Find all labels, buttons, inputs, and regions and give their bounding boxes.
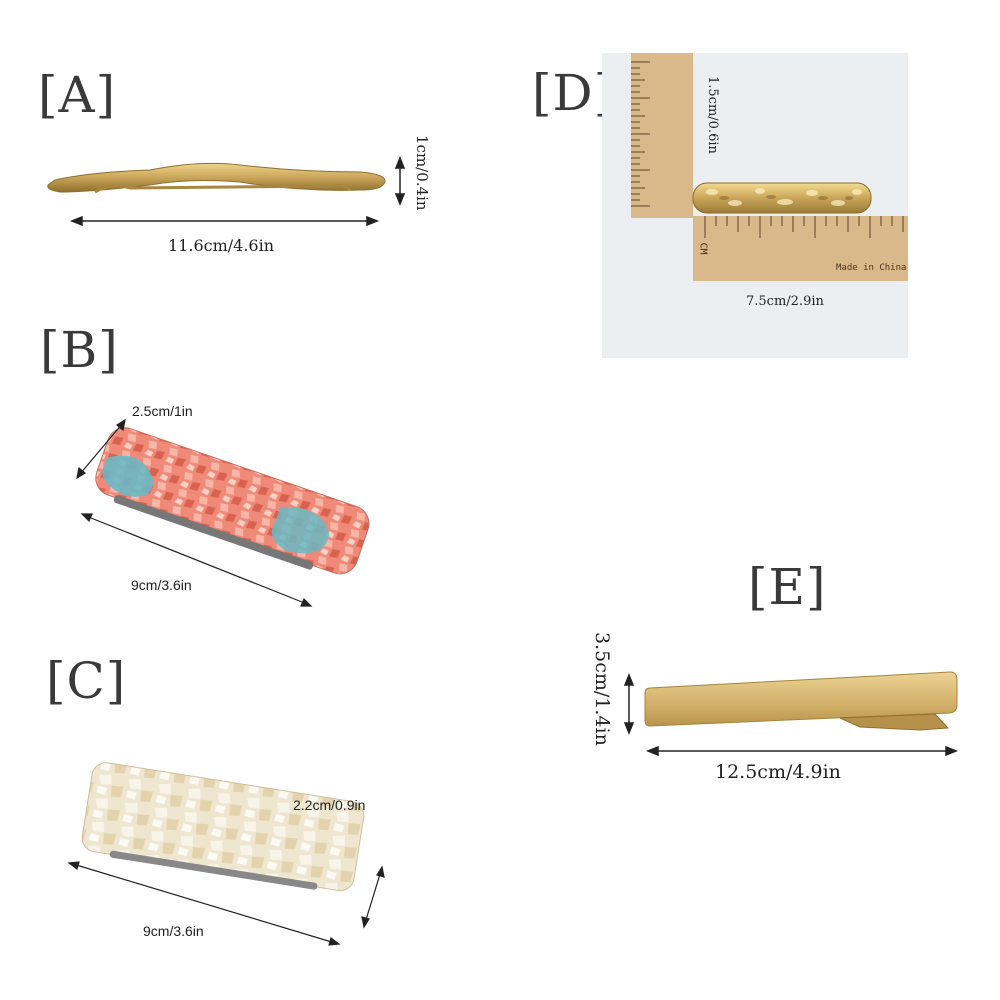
clip-e-length-label: 12.5cm/4.9in xyxy=(715,761,841,783)
clip-d-body xyxy=(692,182,872,214)
label-b: [B] xyxy=(40,321,119,379)
ruler-imprint: Made in China xyxy=(836,263,906,273)
ruler-vertical xyxy=(631,53,693,218)
clip-a-height-arrow xyxy=(394,155,406,207)
clip-b-length-arrow xyxy=(80,513,313,607)
label-e: [E] xyxy=(748,558,827,616)
clip-c-length-label: 9cm/3.6in xyxy=(143,923,204,939)
clip-e-height-label: 3.5cm/1.4in xyxy=(591,632,613,746)
clip-c-height-label: 2.2cm/0.9in xyxy=(293,797,366,813)
clip-a-length-label: 11.6cm/4.6in xyxy=(168,236,275,255)
clip-b-height-arrow xyxy=(76,418,126,480)
clip-b-body xyxy=(95,427,370,575)
label-a: [A] xyxy=(38,66,117,124)
clip-b-length-label: 9cm/3.6in xyxy=(131,577,192,593)
label-c: [C] xyxy=(46,652,127,710)
clip-c-body xyxy=(81,762,365,892)
clip-a-body xyxy=(47,162,386,194)
ruler-horizontal xyxy=(693,216,908,281)
clip-c-length-arrow xyxy=(67,861,341,946)
clip-b-height-label: 2.5cm/1in xyxy=(132,403,193,419)
clip-c-height-arrow xyxy=(361,865,385,929)
label-d: [D] xyxy=(532,64,615,122)
clip-e-body xyxy=(644,671,958,731)
clip-d-length-label: 7.5cm/2.9in xyxy=(746,294,824,309)
clip-a-length-arrow xyxy=(69,215,380,227)
clip-e-length-arrow xyxy=(645,745,959,757)
clip-e-height-arrow xyxy=(623,672,635,736)
